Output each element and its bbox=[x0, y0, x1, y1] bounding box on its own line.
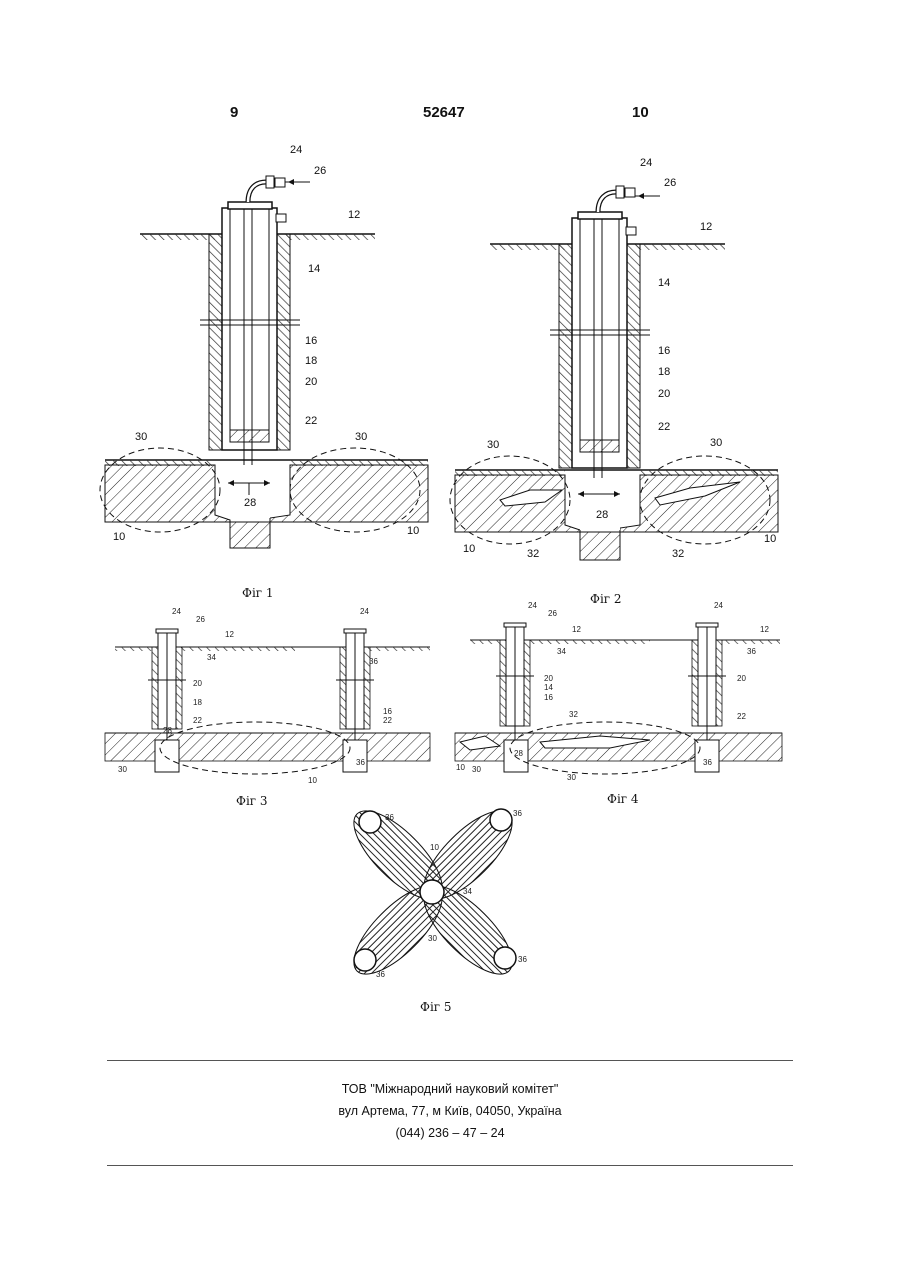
figure-3: 24 26 12 34 20 18 22 24 36 16 22 30 28 3… bbox=[105, 607, 430, 785]
fig3-ref-24-left: 24 bbox=[172, 607, 181, 616]
fig4-ref-34: 34 bbox=[557, 647, 566, 656]
fig4-ref-16: 16 bbox=[544, 693, 553, 702]
fig3-ref-30: 30 bbox=[118, 765, 127, 774]
fig4-ref-14: 14 bbox=[544, 683, 553, 692]
fig1-ref-24: 24 bbox=[290, 144, 302, 156]
footer-top-rule bbox=[107, 1060, 793, 1061]
figure-1: 24 26 12 14 16 18 20 22 30 30 28 10 10 bbox=[100, 144, 428, 548]
fig4-ref-12-left: 12 bbox=[572, 625, 581, 634]
fig3-ref-22: 22 bbox=[193, 716, 202, 725]
fig1-ref-22: 22 bbox=[305, 415, 317, 427]
fig5-ref-10: 10 bbox=[430, 843, 439, 852]
fig4-ref-36-top: 36 bbox=[747, 647, 756, 656]
fig1-ref-26: 26 bbox=[314, 165, 326, 177]
fig4-ref-28: 28 bbox=[514, 749, 523, 758]
fig4-ref-36-bottom: 36 bbox=[703, 758, 712, 767]
fig4-ref-24-right: 24 bbox=[714, 601, 723, 610]
fig1-ref-28: 28 bbox=[244, 497, 256, 509]
fig4-ref-26: 26 bbox=[548, 609, 557, 618]
fig2-ref-12: 12 bbox=[700, 221, 712, 233]
fig2-ref-16: 16 bbox=[658, 345, 670, 357]
fig4-ref-12-right: 12 bbox=[760, 625, 769, 634]
fig5-ref-36-bl: 36 bbox=[376, 970, 385, 979]
fig3-ref-34: 34 bbox=[207, 653, 216, 662]
figure-4: 24 26 12 34 20 14 16 32 24 12 36 20 22 2… bbox=[455, 601, 782, 782]
footer-address: вул Артема, 77, м Київ, 04050, Україна bbox=[0, 1104, 900, 1118]
caption-fig-3: Фіг 3 bbox=[236, 794, 268, 808]
figure-2: 24 26 12 14 16 18 20 22 30 30 28 32 32 1… bbox=[450, 157, 778, 560]
fig2-ref-22: 22 bbox=[658, 421, 670, 433]
fig3-ref-20: 20 bbox=[193, 679, 202, 688]
caption-fig-4: Фіг 4 bbox=[607, 792, 639, 806]
fig5-ref-36-tl: 36 bbox=[385, 813, 394, 822]
footer-org: ТОВ "Міжнародний науковий комітет" bbox=[0, 1082, 900, 1096]
caption-fig-5: Фіг 5 bbox=[420, 1000, 452, 1014]
fig1-ref-10-right: 10 bbox=[407, 525, 419, 537]
footer-bottom-rule bbox=[107, 1165, 793, 1166]
fig1-ref-18: 18 bbox=[305, 355, 317, 367]
caption-fig-1: Фіг 1 bbox=[242, 586, 274, 600]
fig3-ref-12: 12 bbox=[225, 630, 234, 639]
footer-phone: (044) 236 – 47 – 24 bbox=[0, 1126, 900, 1140]
figure-5: 36 36 10 34 30 36 36 bbox=[341, 798, 528, 988]
fig2-ref-26: 26 bbox=[664, 177, 676, 189]
fig3-ref-28: 28 bbox=[163, 726, 172, 735]
fig2-ref-32-right: 32 bbox=[672, 548, 684, 560]
fig2-ref-10-right: 10 bbox=[764, 533, 776, 545]
fig2-ref-30-right: 30 bbox=[710, 437, 722, 449]
fig1-ref-30-left: 30 bbox=[135, 431, 147, 443]
fig2-ref-24: 24 bbox=[640, 157, 652, 169]
fig2-ref-32-left: 32 bbox=[527, 548, 539, 560]
fig4-ref-30-left: 30 bbox=[472, 765, 481, 774]
fig3-ref-26: 26 bbox=[196, 615, 205, 624]
fig5-ref-30: 30 bbox=[428, 934, 437, 943]
fig5-ref-36-br: 36 bbox=[518, 955, 527, 964]
fig2-ref-18: 18 bbox=[658, 366, 670, 378]
fig5-ref-34: 34 bbox=[463, 887, 472, 896]
fig1-ref-14: 14 bbox=[308, 263, 320, 275]
fig3-ref-16: 16 bbox=[383, 707, 392, 716]
fig4-ref-20: 20 bbox=[544, 674, 553, 683]
caption-fig-2: Фіг 2 bbox=[590, 592, 622, 606]
fig4-ref-10: 10 bbox=[456, 763, 465, 772]
fig2-ref-30-left: 30 bbox=[487, 439, 499, 451]
fig2-ref-20: 20 bbox=[658, 388, 670, 400]
fig2-ref-10-left: 10 bbox=[463, 543, 475, 555]
fig5-ref-36-tr: 36 bbox=[513, 809, 522, 818]
fig3-ref-22-right: 22 bbox=[383, 716, 392, 725]
fig3-ref-18: 18 bbox=[193, 698, 202, 707]
fig4-ref-22-right: 22 bbox=[737, 712, 746, 721]
fig3-ref-36-top: 36 bbox=[369, 657, 378, 666]
fig3-ref-24-right: 24 bbox=[360, 607, 369, 616]
fig2-ref-28: 28 bbox=[596, 509, 608, 521]
fig1-ref-30-right: 30 bbox=[355, 431, 367, 443]
fig4-ref-32: 32 bbox=[569, 710, 578, 719]
fig1-ref-12: 12 bbox=[348, 209, 360, 221]
fig1-ref-10-left: 10 bbox=[113, 531, 125, 543]
fig4-ref-20-right: 20 bbox=[737, 674, 746, 683]
fig3-ref-10: 10 bbox=[308, 776, 317, 785]
fig3-ref-36-bottom: 36 bbox=[356, 758, 365, 767]
fig4-ref-30-mid: 30 bbox=[567, 773, 576, 782]
fig2-ref-14: 14 bbox=[658, 277, 670, 289]
fig4-ref-24-left: 24 bbox=[528, 601, 537, 610]
fig1-ref-20: 20 bbox=[305, 376, 317, 388]
fig1-ref-16: 16 bbox=[305, 335, 317, 347]
